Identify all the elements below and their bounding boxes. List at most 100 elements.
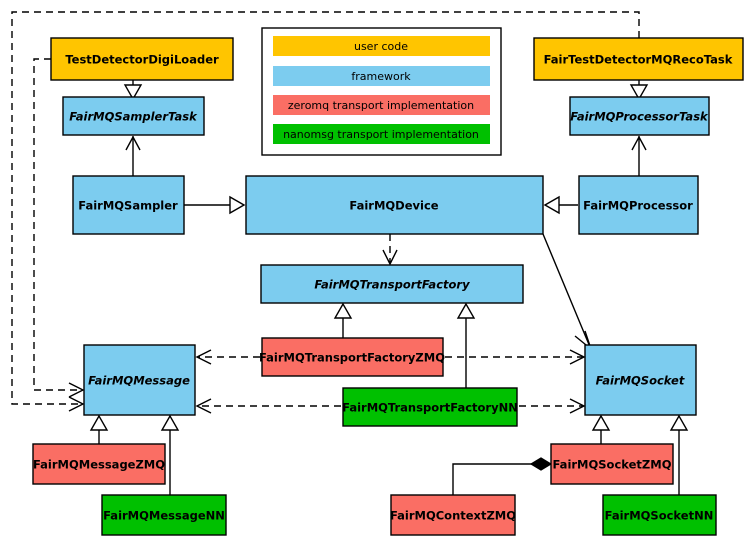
node-FairMQMessageZMQ[interactable]: FairMQMessageZMQ (32, 443, 166, 485)
node-FairMQTransportFactoryZMQ[interactable]: FairMQTransportFactoryZMQ (259, 337, 445, 377)
legend-swatch-user-code (273, 36, 490, 56)
node-box[interactable] (32, 443, 166, 485)
node-label: FairMQProcessor (583, 199, 693, 213)
legend-swatch-nanomsg (273, 124, 490, 144)
open-arrowhead (68, 396, 85, 412)
node-box[interactable] (584, 344, 697, 416)
edge-digiloader-message (33, 58, 85, 398)
node-FairMQSocketZMQ[interactable]: FairMQSocketZMQ (550, 443, 674, 485)
legend-swatch-framework (273, 66, 490, 86)
generalization-arrowhead (629, 84, 649, 101)
open-arrowhead (68, 382, 85, 398)
edge-processor-device (543, 195, 578, 215)
node-label: FairMQTransportFactory (314, 278, 470, 292)
legend: user code framework zeromq transport imp… (261, 27, 502, 156)
node-box[interactable] (569, 96, 710, 136)
edge-factoryzmq-socket (445, 349, 586, 365)
node-label: FairMQSocketZMQ (553, 458, 672, 472)
edge-contextzmq-socketzmq (452, 457, 553, 495)
generalization-arrowhead (591, 414, 611, 431)
node-label: FairMQSocketNN (605, 509, 714, 523)
edge-device-transportfactory (382, 234, 398, 266)
open-arrowhead (382, 249, 398, 266)
node-FairMQMessage[interactable]: FairMQMessage (83, 344, 196, 416)
legend-item-zeromq: zeromq transport implementation (273, 95, 490, 115)
open-arrowhead (569, 349, 586, 365)
node-FairMQContextZMQ[interactable]: FairMQContextZMQ (390, 494, 516, 536)
node-label: FairMQSocket (596, 374, 685, 388)
node-FairMQSocketNN[interactable]: FairMQSocketNN (602, 494, 717, 536)
node-label: FairMQMessageZMQ (33, 458, 165, 472)
edge-layer (11, 11, 689, 495)
legend-item-user-code: user code (273, 36, 490, 56)
node-label: FairMQTransportFactoryZMQ (259, 351, 445, 365)
open-arrowhead (125, 135, 141, 151)
node-label: FairMQMessage (88, 374, 190, 388)
node-box[interactable] (245, 175, 544, 235)
edge-factorynn-factory (456, 302, 476, 388)
edge-sampler-device (184, 195, 246, 215)
edge-sampler-samplertask (125, 135, 141, 176)
node-box[interactable] (62, 96, 205, 136)
legend-swatch-zeromq (273, 95, 490, 115)
generalization-arrowhead (229, 195, 246, 215)
node-box[interactable] (342, 387, 518, 427)
node-label: FairMQTransportFactoryNN (342, 401, 518, 415)
node-label: FairMQContextZMQ (390, 509, 516, 523)
node-FairMQSocket[interactable]: FairMQSocket (584, 344, 697, 416)
edge-factoryzmq-message (195, 349, 260, 365)
edge-socketzmq-socket (591, 414, 611, 444)
generalization-arrowhead (160, 414, 180, 431)
open-arrowhead (195, 398, 212, 414)
node-label: FairMQSamplerTask (69, 110, 198, 124)
edge-processor-processortask (631, 135, 647, 176)
edge-factoryzmq-factory (333, 302, 353, 338)
generalization-arrowhead (89, 414, 109, 431)
node-FairMQMessageNN[interactable]: FairMQMessageNN (101, 494, 227, 536)
edge-messagenn-message (160, 414, 180, 495)
generalization-arrowhead (333, 302, 353, 319)
node-FairTestDetectorMQRecoTask[interactable]: FairTestDetectorMQRecoTask (533, 37, 744, 81)
node-FairMQTransportFactory[interactable]: FairMQTransportFactory (260, 264, 524, 304)
legend-label: nanomsg transport implementation (283, 128, 479, 141)
node-layer: TestDetectorDigiLoader FairTestDetectorM… (32, 37, 744, 536)
legend-item-nanomsg: nanomsg transport implementation (273, 124, 490, 144)
node-label: FairTestDetectorMQRecoTask (544, 53, 733, 67)
node-box[interactable] (578, 175, 699, 235)
node-box[interactable] (550, 443, 674, 485)
edge-factorynn-message (195, 398, 341, 414)
node-box[interactable] (50, 37, 234, 81)
node-FairMQTransportFactoryNN[interactable]: FairMQTransportFactoryNN (342, 387, 518, 427)
edge-socketnn-socket (669, 414, 689, 495)
node-box[interactable] (533, 37, 744, 81)
node-FairMQSampler[interactable]: FairMQSampler (72, 175, 185, 235)
legend-label: user code (354, 40, 408, 53)
node-FairMQProcessorTask[interactable]: FairMQProcessorTask (569, 96, 710, 136)
node-label: FairMQSampler (78, 199, 178, 213)
generalization-arrowhead (543, 195, 560, 215)
node-FairMQDevice[interactable]: FairMQDevice (245, 175, 544, 235)
node-box[interactable] (602, 494, 717, 536)
edge-messagezmq-message (89, 414, 109, 444)
composition-diamond (529, 457, 553, 471)
edge-factorynn-socket (519, 398, 586, 414)
node-box[interactable] (260, 264, 524, 304)
open-arrowhead (195, 349, 212, 365)
generalization-arrowhead (669, 414, 689, 431)
node-label: FairMQProcessorTask (570, 110, 709, 124)
generalization-arrowhead (123, 84, 143, 101)
node-label: FairMQDevice (349, 199, 438, 213)
node-label: FairMQMessageNN (103, 509, 225, 523)
node-FairMQProcessor[interactable]: FairMQProcessor (578, 175, 699, 235)
node-TestDetectorDigiLoader[interactable]: TestDetectorDigiLoader (50, 37, 234, 81)
node-box[interactable] (261, 337, 444, 377)
node-FairMQSamplerTask[interactable]: FairMQSamplerTask (62, 96, 205, 136)
node-box[interactable] (101, 494, 227, 536)
node-box[interactable] (72, 175, 185, 235)
node-box[interactable] (83, 344, 196, 416)
open-arrowhead (631, 135, 647, 151)
legend-item-framework: framework (273, 66, 490, 86)
edge-recotask-message (11, 11, 640, 412)
node-box[interactable] (390, 494, 516, 536)
